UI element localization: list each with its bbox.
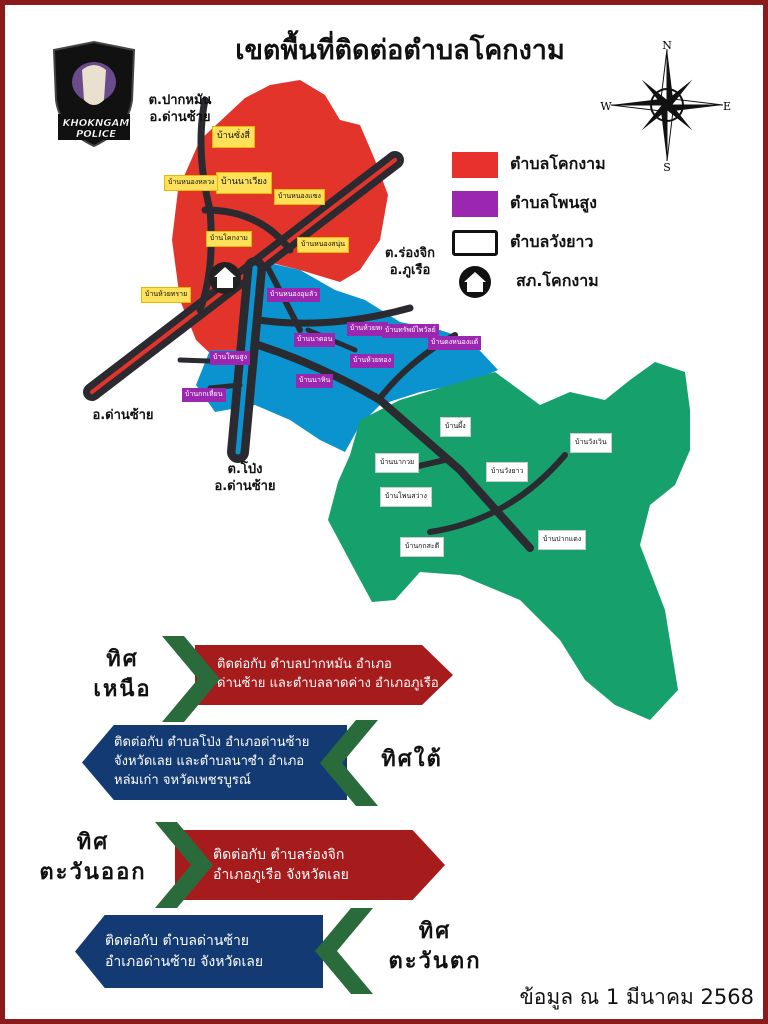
south-line3: หล่มเก่า จหวัดเพชรบูรณ์: [114, 772, 251, 788]
chevron-left-icon: [320, 720, 378, 806]
legend-label: ตำบลโคกงาม: [510, 154, 606, 173]
north-heading: ทิศเหนือ: [75, 645, 170, 704]
legend-phonsung: ตำบลโพนสูง: [452, 187, 606, 220]
west-line2: อำเภอด่านซ้าย จังหวัดเลย: [105, 953, 264, 970]
north-line2: ด่านซ้าย และตำบลลาดค่าง อำเภอภูเรือ: [217, 676, 439, 691]
south-line1: ติดต่อกับ ตำบลโป่ง อำเภอด่านซ้าย: [114, 735, 310, 751]
legend-swatch-white: [452, 229, 498, 256]
village-label: บ้านนากวย: [375, 453, 420, 473]
place-south: ต.โป่ง อ.ด่านซ้าย: [214, 462, 276, 494]
chevron-right-icon: [162, 636, 220, 722]
legend-police: สภ.โคกงาม: [452, 265, 606, 298]
village-label: บ้านห้วยทราย: [141, 287, 192, 303]
data-date: ข้อมูล ณ 1 มีนาคม 2568: [519, 985, 754, 1009]
village-label: บ้านโคกงาม: [206, 231, 252, 247]
logo-line2: POLICE: [75, 129, 117, 140]
page-title: เขตพื้นที่ติดต่อตำบลโคกงาม: [235, 35, 565, 66]
compass-w: W: [600, 100, 612, 113]
south-banner: ติดต่อกับ ตำบลโป่ง อำเภอด่านซ้ายจังหวัดเ…: [82, 725, 347, 800]
phonsung-area: [196, 262, 498, 452]
police-logo: [52, 40, 136, 148]
compass-n: N: [662, 39, 672, 52]
village-label: บ้านนาหิน: [296, 374, 334, 388]
compass-icon: N S E W: [600, 39, 731, 173]
legend: ตำบลโคกงาม ตำบลโพนสูง ตำบลวังยาว สภ.โคกง…: [452, 148, 606, 304]
village-label: บ้านผึ้ง: [440, 417, 471, 437]
village-label: บ้านนาดอน: [294, 333, 336, 347]
legend-wangyao: ตำบลวังยาว: [452, 226, 606, 259]
east-head2: ตะวันออก: [39, 859, 147, 885]
place-north: ต.ปากหมัน อ.ด่านซ้าย: [148, 93, 212, 125]
east-line1: ติดต่อกับ ตำบลร่องจิก: [213, 846, 345, 863]
legend-label: สภ.โคกงาม: [516, 271, 599, 290]
compass-e: E: [723, 100, 731, 113]
east-heading: ทิศตะวันออก: [28, 828, 158, 887]
village-label: บ้านโพนสว่าง: [380, 487, 432, 507]
village-label: บ้านนาเวียง: [216, 172, 272, 194]
north-head1: ทิศ: [106, 647, 139, 672]
place-west: อ.ด่านซ้าย: [92, 408, 154, 423]
village-label: บ้านหนองอุมลัว: [267, 288, 321, 302]
village-label: บ้านทรัพย์ไพวัลย์: [382, 324, 439, 338]
village-label: บ้านวังเวิน: [570, 433, 612, 453]
village-label: บ้านกกเหี่ยน: [182, 388, 226, 402]
village-label: บ้านห้วยหก: [347, 322, 388, 336]
north-banner: ติดต่อกับ ตำบลปากหมัน อำเภอด่านซ้าย และต…: [195, 645, 453, 705]
east-line2: อำเภอภูเรือ จังหวัดเลย: [213, 867, 349, 883]
west-heading: ทิศตะวันตก: [380, 917, 490, 976]
legend-label: ตำบลโพนสูง: [510, 193, 597, 212]
village-label: บ้านห้วยทอง: [350, 354, 395, 368]
west-banner: ติดต่อกับ ตำบลด่านซ้ายอำเภอด่านซ้าย จังห…: [75, 915, 323, 988]
village-label: บ้านกกสะตี: [400, 537, 445, 557]
legend-swatch-purple: [452, 190, 498, 217]
village-label: บ้านวังยาว: [486, 462, 529, 482]
legend-khokngam: ตำบลโคกงาม: [452, 148, 606, 181]
village-label: บ้านหนองหลวง: [164, 175, 219, 191]
village-label: บ้านปากแดง: [538, 530, 587, 550]
legend-swatch-red: [452, 151, 498, 178]
village-label: บ้านดงหนองแต้: [428, 336, 482, 350]
west-head2: ตะวันตก: [388, 948, 482, 974]
north-head2: เหนือ: [93, 676, 152, 702]
village-label: บ้านโพนสูง: [210, 351, 251, 365]
south-line2: จังหวัดเลย และตำบลนาซำ อำเภอ: [114, 754, 305, 770]
logo-line1: KHOKNGAM: [62, 118, 130, 129]
north-line1: ติดต่อกับ ตำบลปากหมัน อำเภอ: [217, 657, 392, 673]
village-label: บ้านหนองสนุ่น: [297, 237, 350, 253]
legend-label: ตำบลวังยาว: [510, 232, 594, 251]
compass-s: S: [663, 161, 671, 173]
chevron-right-icon: [155, 822, 213, 908]
village-label: บ้านซั่งสี่: [212, 126, 255, 148]
east-banner: ติดต่อกับ ตำบลร่องจิกอำเภอภูเรือ จังหวัด…: [175, 830, 445, 900]
south-heading: ทิศใต้: [381, 747, 443, 772]
west-line1: ติดต่อกับ ตำบลด่านซ้าย: [105, 933, 250, 950]
police-station-home-icon: [459, 265, 491, 298]
chevron-left-icon: [315, 908, 373, 994]
east-head1: ทิศ: [76, 830, 110, 855]
place-east: ต.ร่องจิก อ.ภูเรือ: [384, 246, 435, 278]
west-head1: ทิศ: [418, 919, 452, 944]
village-label: บ้านหนองแซง: [274, 189, 325, 205]
